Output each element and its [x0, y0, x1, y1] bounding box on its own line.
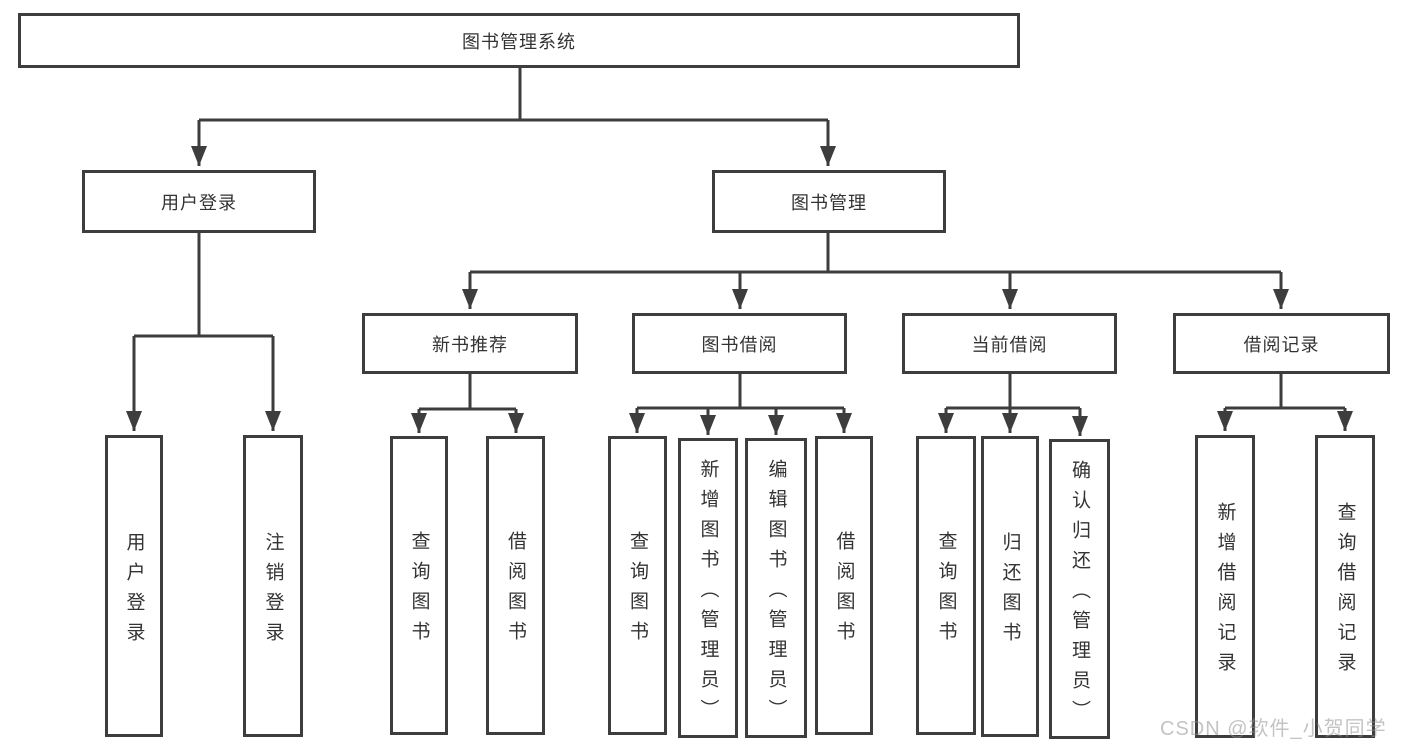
leaf-label: 借阅图书 [833, 531, 855, 651]
leaf-label: 用户登录 [123, 531, 145, 652]
leaf-borrow-books-1: 借阅图书 [486, 436, 545, 735]
leaf-query-books-3: 查询图书 [916, 436, 976, 735]
leaf-label: 借阅图书 [505, 531, 526, 651]
leaf-logout: 注销登录 [243, 435, 303, 737]
leaf-user-login: 用户登录 [105, 435, 163, 737]
leaf-query-books-2: 查询图书 [608, 436, 667, 735]
node-book-management: 图书管理 [712, 170, 946, 233]
leaf-query-borrow-record: 查询借阅记录 [1315, 435, 1375, 738]
node-borrow-records: 借阅记录 [1173, 313, 1390, 374]
leaf-add-books-admin: 新增图书（管理员） [678, 438, 738, 738]
leaf-return-books: 归还图书 [981, 436, 1039, 737]
leaf-label: 注销登录 [262, 531, 284, 652]
leaf-label: 查询借阅记录 [1334, 502, 1356, 682]
leaf-label: 查询图书 [935, 531, 957, 651]
leaf-label: 新增图书（管理员） [697, 458, 719, 729]
node-current-borrow: 当前借阅 [902, 313, 1117, 374]
leaf-confirm-return-admin: 确认归还（管理员） [1049, 439, 1110, 739]
leaf-label: 新增借阅记录 [1214, 502, 1236, 682]
leaf-label: 归还图书 [999, 532, 1021, 652]
leaf-label: 查询图书 [627, 531, 648, 651]
leaf-borrow-books-2: 借阅图书 [815, 436, 873, 735]
leaf-label: 编辑图书（管理员） [765, 458, 787, 729]
node-root-library-system: 图书管理系统 [18, 13, 1020, 68]
node-user-login: 用户登录 [82, 170, 316, 233]
csdn-watermark: CSDN @软件_小贺同学 [1160, 718, 1387, 740]
leaf-edit-books-admin: 编辑图书（管理员） [745, 438, 807, 738]
leaf-label: 查询图书 [408, 531, 430, 651]
leaf-add-borrow-record: 新增借阅记录 [1195, 435, 1255, 738]
leaf-label: 确认归还（管理员） [1069, 459, 1090, 730]
node-new-book-recommend: 新书推荐 [362, 313, 578, 374]
node-book-borrow: 图书借阅 [632, 313, 847, 374]
leaf-query-books-1: 查询图书 [390, 436, 448, 735]
